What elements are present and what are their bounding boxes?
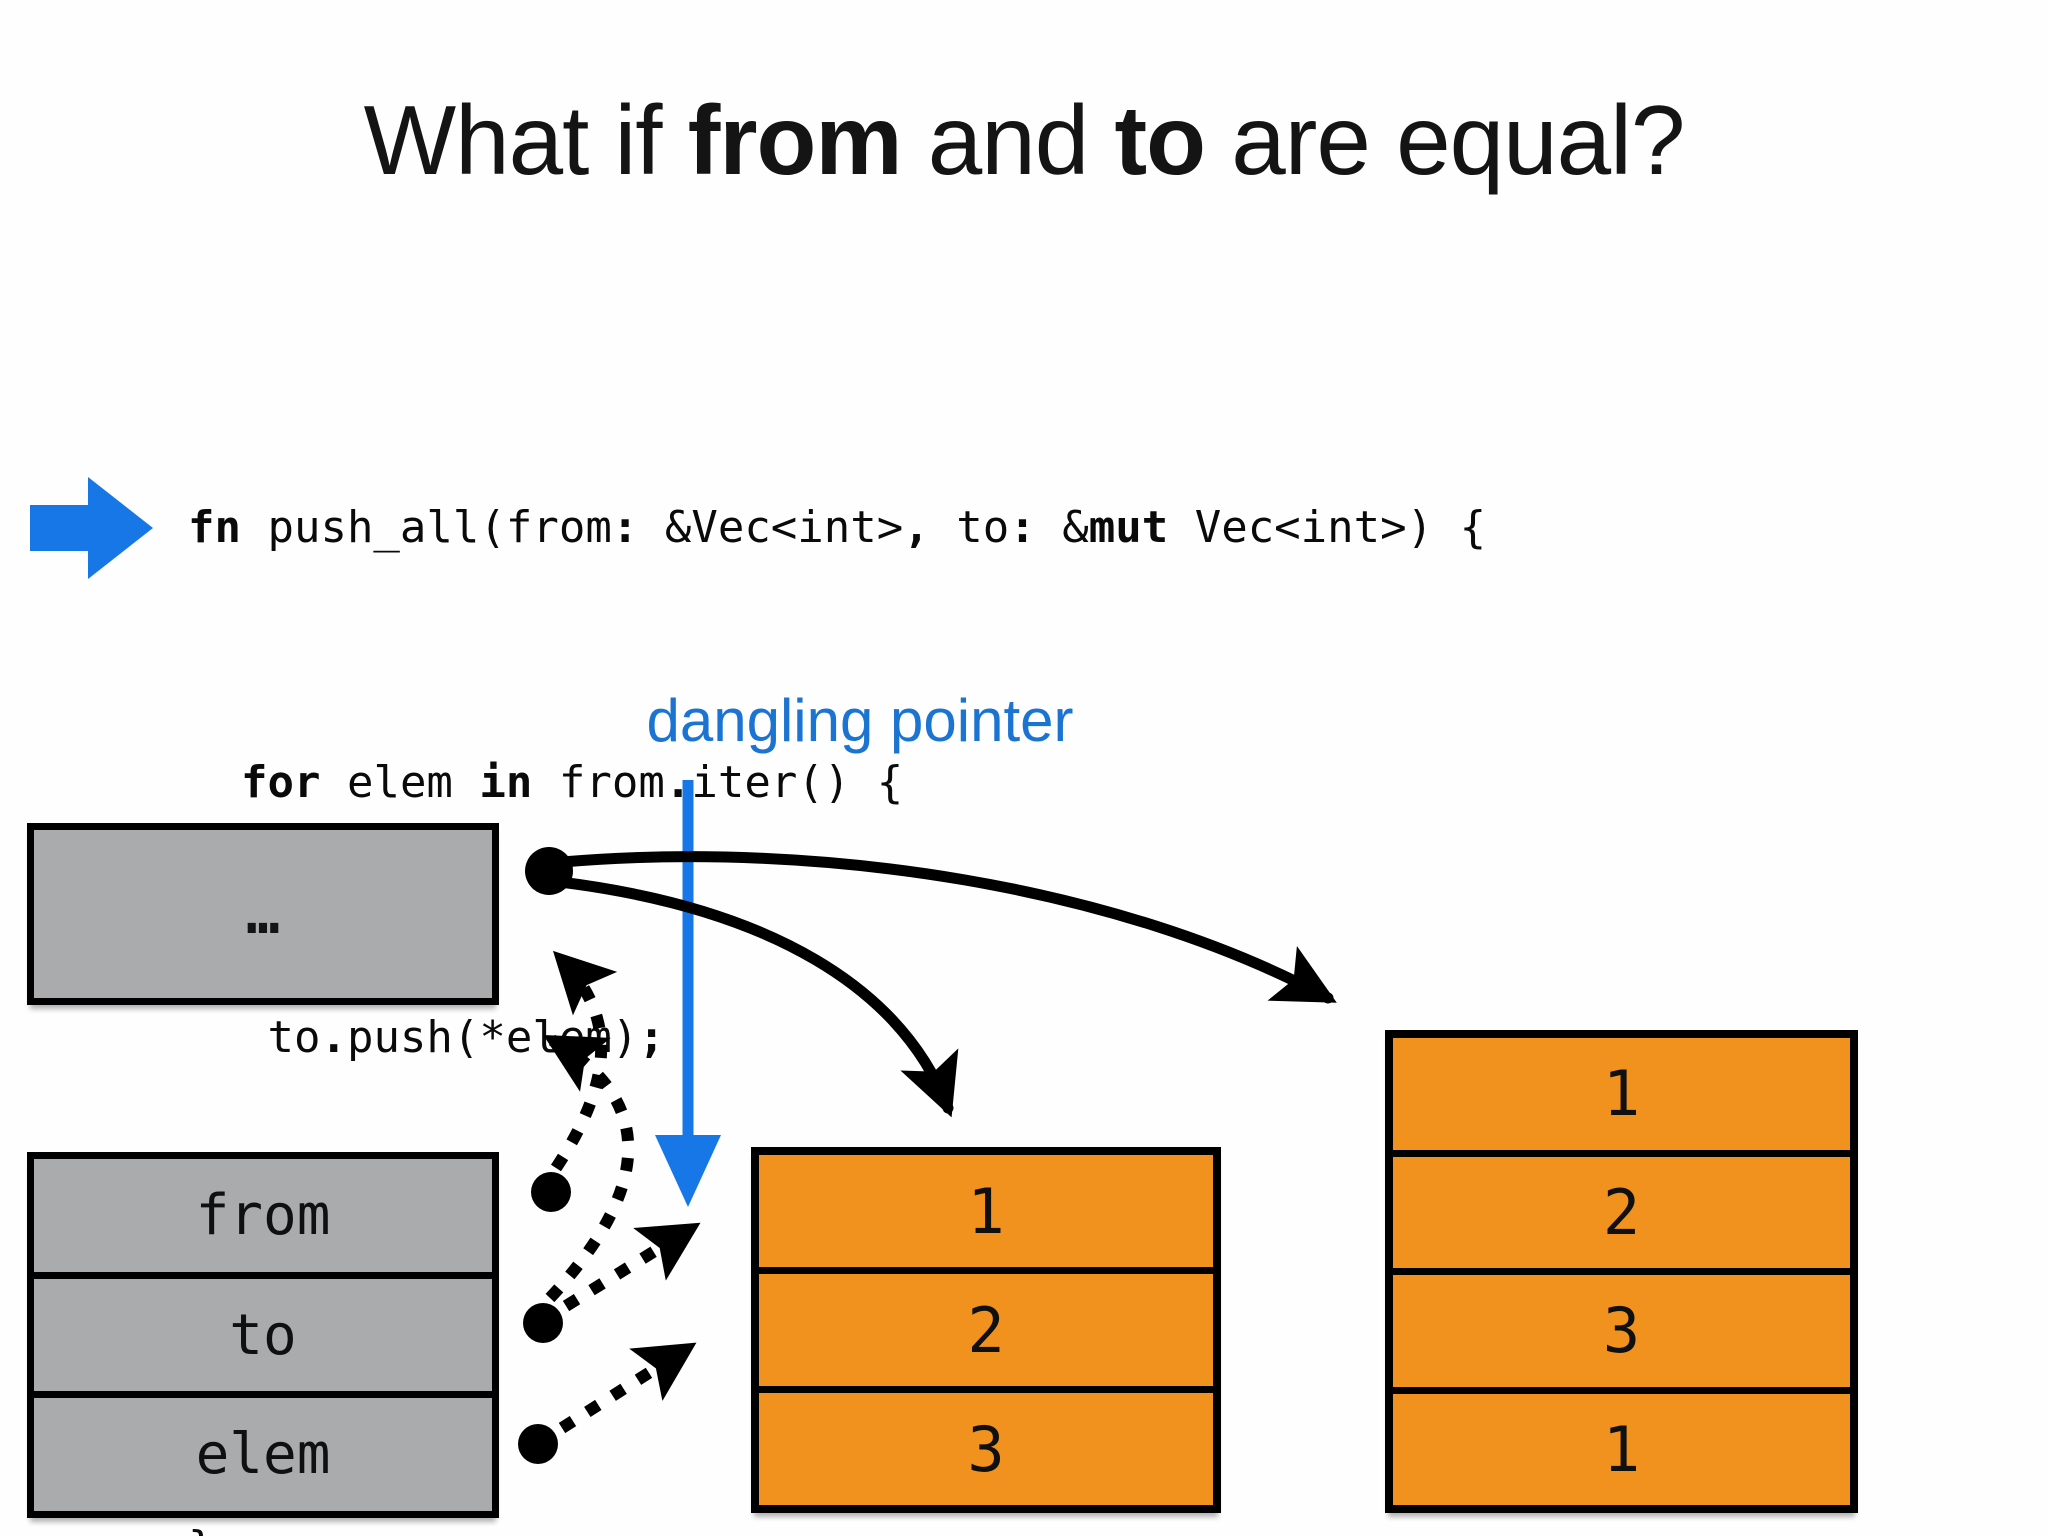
new-vector-box: 1 2 3 1 bbox=[1385, 1030, 1858, 1513]
code-line: } bbox=[188, 1505, 1486, 1536]
locals-box: from to elem bbox=[27, 1152, 499, 1518]
dangling-pointer-label: dangling pointer bbox=[646, 687, 1074, 754]
locals-row-from: from bbox=[195, 1182, 331, 1248]
new-vector-cell: 1 bbox=[1393, 1386, 1850, 1506]
new-vector-cell: 1 bbox=[1602, 1057, 1641, 1131]
locals-row-elem: elem bbox=[34, 1391, 492, 1511]
stack-frame-box: … bbox=[27, 823, 499, 1005]
new-vector-cell: 3 bbox=[1393, 1268, 1850, 1387]
new-vector-cell: 2 bbox=[1393, 1149, 1850, 1269]
old-vector-cell: 2 bbox=[759, 1267, 1213, 1386]
old-vector-cell: 1 bbox=[967, 1174, 1005, 1248]
code-line: fn push_all(from: &Vec<int>, to: &mut Ve… bbox=[188, 502, 1487, 553]
stack-frame-ellipsis: … bbox=[246, 881, 280, 947]
code-line: to.push(*elem); bbox=[188, 1012, 665, 1063]
code-pointer-arrow-icon bbox=[30, 477, 153, 579]
slide-title: What if from and to are equal? bbox=[363, 85, 1686, 195]
locals-row-to: to bbox=[34, 1271, 492, 1392]
old-vector-cell: 3 bbox=[759, 1386, 1213, 1505]
old-vector-box: 1 2 3 bbox=[751, 1147, 1221, 1513]
code-line: for elem in from.iter() { bbox=[240, 757, 904, 808]
code-block: fn push_all(from: &Vec<int>, to: &mut Ve… bbox=[188, 315, 1486, 1536]
